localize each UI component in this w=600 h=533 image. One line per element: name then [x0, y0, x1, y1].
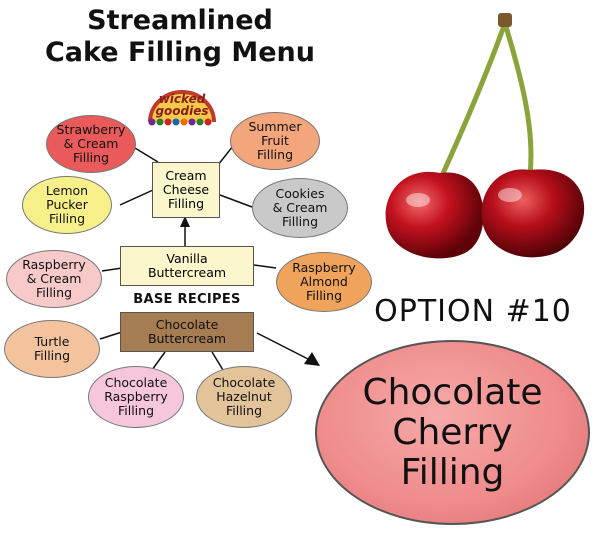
connector-raspberry-almond — [253, 264, 277, 269]
logo-line-1: wicked — [158, 92, 206, 106]
filling-turtle: Turtle Filling — [4, 320, 100, 378]
wicked-goodies-logo: wicked goodies — [142, 84, 222, 128]
filling-raspberry-cream: Raspberry & Cream Filling — [6, 250, 102, 308]
filling-lemon-pucker: Lemon Pucker Filling — [22, 176, 112, 234]
title-line-1: Streamlined — [87, 5, 273, 36]
base-cream-cheese-filling: Cream Cheese Filling — [152, 162, 220, 218]
cherries-image — [385, 13, 585, 259]
cherry-stem-left — [437, 20, 508, 183]
connector-turtle — [99, 331, 123, 340]
featured-filling-oval: Chocolate Cherry Filling — [315, 340, 590, 525]
featured-filling-name: Chocolate Cherry Filling — [362, 371, 543, 493]
connector-chocolate-to-featured — [256, 332, 311, 361]
connector-chocolate-raspberry — [151, 351, 166, 371]
connector-summer-fruit — [217, 145, 234, 166]
logo-line-2: goodies — [155, 104, 209, 118]
filling-chocolate-raspberry: Chocolate Raspberry Filling — [88, 366, 184, 428]
arrowhead-featured — [304, 352, 320, 366]
arrowhead-cream-cheese — [180, 216, 190, 227]
base-chocolate-buttercream: Chocolate Buttercream — [120, 312, 254, 352]
filling-chocolate-hazelnut: Chocolate Hazelnut Filling — [196, 366, 292, 428]
cherry-left — [385, 171, 484, 259]
connector-lemon — [119, 189, 154, 206]
filling-cookies-cream: Cookies & Cream Filling — [252, 178, 348, 238]
connector-cookies — [219, 194, 253, 208]
filling-strawberry-cream: Strawberry & Cream Filling — [46, 115, 136, 173]
cherry-right — [481, 169, 585, 258]
connector-chocolate-hazelnut — [211, 351, 224, 371]
option-label: OPTION #10 — [374, 294, 572, 329]
base-recipes-label: BASE RECIPES — [133, 292, 241, 307]
cherry-stem-right — [502, 20, 534, 178]
filling-raspberry-almond: Raspberry Almond Filling — [276, 252, 372, 312]
base-vanilla-buttercream: Vanilla Buttercream — [120, 246, 254, 286]
filling-summer-fruit: Summer Fruit Filling — [230, 112, 320, 170]
title-line-2: Cake Filling Menu — [44, 37, 315, 68]
connector-raspberry-cream — [101, 267, 123, 272]
